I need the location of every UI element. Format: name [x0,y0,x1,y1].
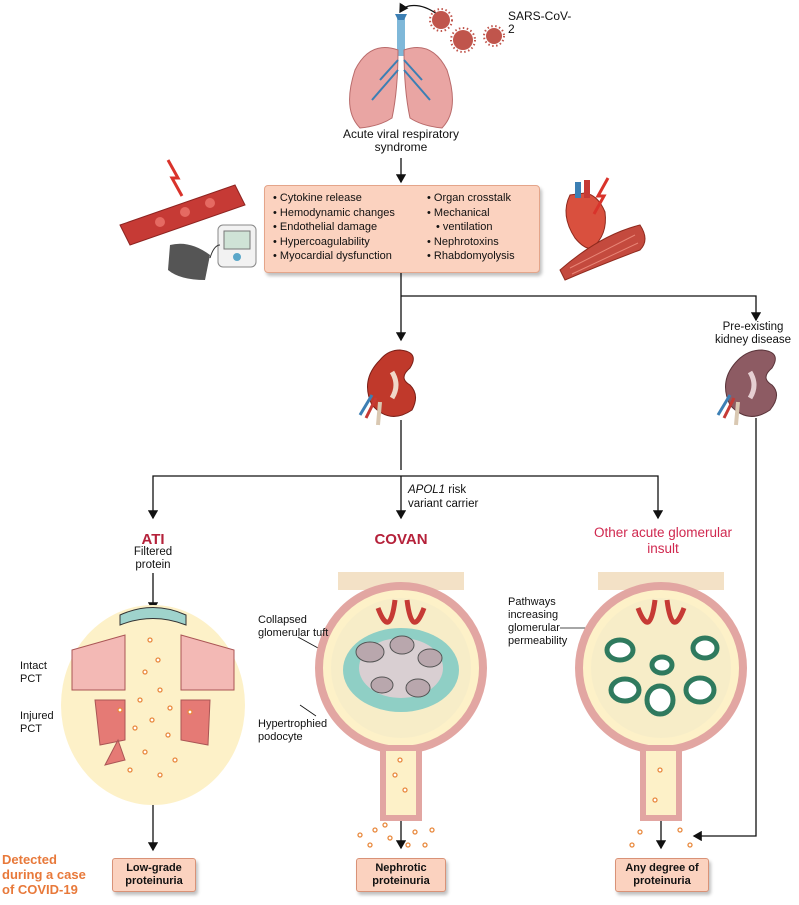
arrow-preexisting-down [692,418,757,842]
causes-box: Cytokine release Hemodynamic changes End… [264,185,540,273]
hypertrophied-podocyte-label: Hypertrophied podocyte [258,718,328,743]
arrow-virus-curve [399,2,438,15]
arrow-to-ati [147,475,401,520]
arrow-to-preexisting [401,295,762,322]
cause-item: Myocardial dysfunction [273,249,395,264]
outcome-any-degree: Any degree of proteinuria [615,858,709,892]
intact-pct-label: Intact PCT [20,660,47,685]
pathways-label: Pathways increasing glomerular permeabil… [508,596,568,647]
collapsed-tuft-label: Collapsed glomerular tuft [258,614,329,639]
other-title: Other acute glomerular insult [593,525,733,556]
other-glomerulus-diagram [575,572,747,848]
covan-title: COVAN [374,531,428,548]
cause-item: Cytokine release [273,191,395,206]
apol1-gene: APOL1 [408,484,446,496]
covan-glomerulus-diagram [315,572,487,848]
cause-item: Hemodynamic changes [273,206,395,221]
lungs-icon [349,14,453,129]
cause-item: Mechanical [427,206,515,221]
cause-item: Organ crosstalk [427,191,515,206]
muscle-icon [559,224,646,281]
virus-icon [429,8,505,53]
filtered-protein-label: Filtered protein [133,546,173,571]
cause-item: Rhabdomyolysis [427,249,515,264]
cause-item: Endothelial damage [273,220,395,235]
apol1-label: APOL1 risk variant carrier [408,484,479,510]
ati-title: ATI [141,531,165,548]
cause-item: ventilation [427,220,515,235]
cause-item: Hypercoagulability [273,235,395,250]
blood-pressure-monitor-icon [168,224,257,280]
virus-label: SARS-CoV-2 [508,9,572,36]
outcome-nephrotic: Nephrotic proteinuria [356,858,446,892]
arrow-to-other [401,475,664,520]
kidney-icon [358,349,416,426]
ati-tubule-diagram [61,605,245,805]
respiratory-label: Acute viral respiratory syndrome [342,127,460,154]
injured-pct-label: Injured PCT [20,710,54,735]
kidney-disease-icon [716,349,777,426]
causes-left-list: Cytokine release Hemodynamic changes End… [273,191,395,264]
outcome-low-grade: Low-grade proteinuria [112,858,196,892]
heart-icon [565,177,610,249]
blood-vessel-icon [119,159,246,246]
preexisting-label: Pre-existing kidney disease [714,321,792,346]
detected-label: Detected during a case of COVID-19 [2,852,86,897]
causes-right-list: Organ crosstalk Mechanical ventilation N… [427,191,515,264]
cause-item: Nephrotoxins [427,235,515,250]
